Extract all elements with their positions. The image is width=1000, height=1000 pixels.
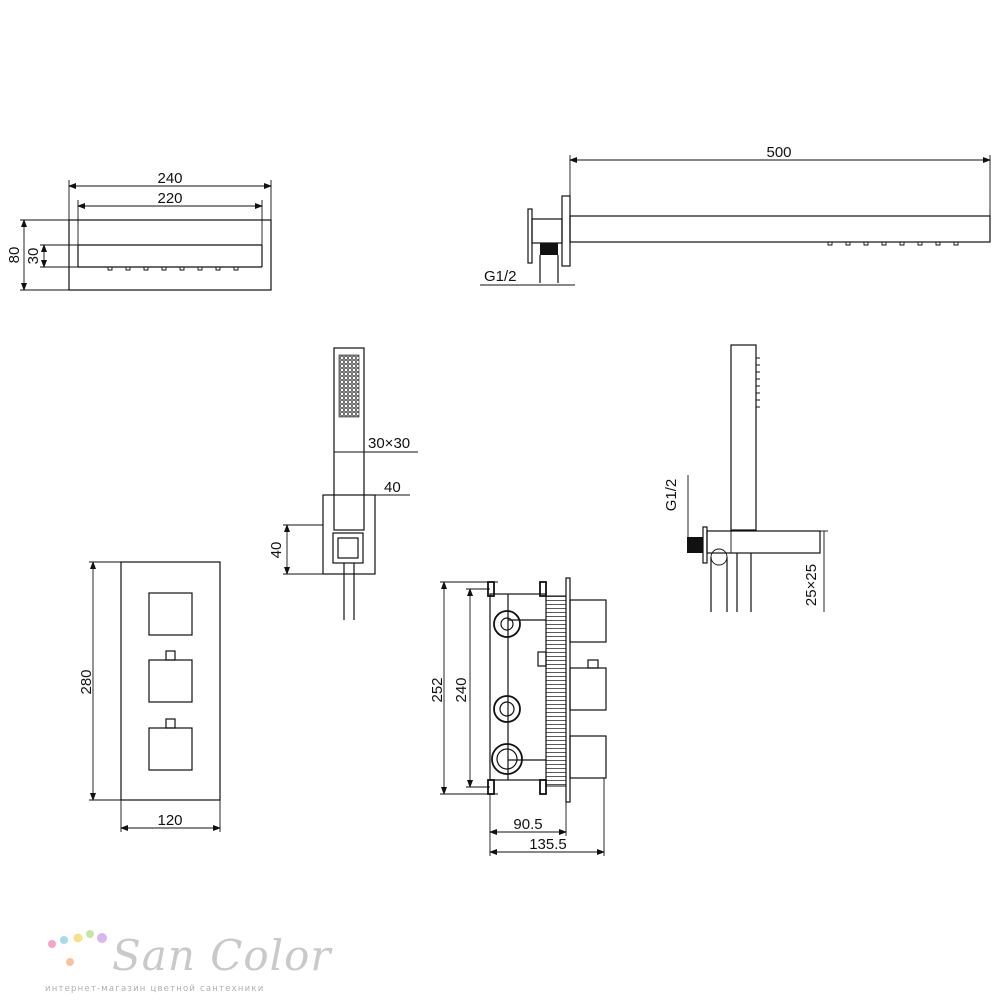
- head-outline: [68, 219, 272, 291]
- box-inner-height-label: 240: [453, 677, 470, 702]
- dim-80-label: 80: [6, 247, 23, 264]
- valve-top: [493, 610, 521, 638]
- trim-plate-outline: [120, 561, 221, 801]
- box-depth-max-label: 135.5: [529, 836, 567, 853]
- hand-shower-side-body: [730, 344, 757, 531]
- logo-dot: [73, 933, 83, 943]
- holder-width-label: 40: [384, 479, 401, 496]
- logo-dot: [66, 958, 74, 966]
- logo-dot: [86, 930, 94, 938]
- logo-dot: [48, 940, 56, 948]
- trim-plate-front-view: 280 120: [78, 561, 221, 832]
- arm-nozzles: [760, 241, 959, 246]
- outlet-section-label: 25×25: [803, 564, 820, 606]
- hand-shower-section-label: 30×30: [368, 435, 410, 452]
- valve-bottom: [491, 743, 523, 775]
- trim-width-label: 120: [157, 812, 182, 829]
- logo-dot: [60, 936, 68, 944]
- logo-dots: [48, 930, 107, 966]
- middle-knob: [148, 659, 193, 703]
- wall-arm-side-view: 500 G1/2: [480, 144, 991, 286]
- dim-500-label: 500: [766, 144, 791, 161]
- holder-height-label: 40: [268, 542, 285, 559]
- logo-dot: [97, 933, 107, 943]
- nozzle-row: [107, 267, 239, 271]
- arm-body: [569, 215, 991, 243]
- valve-middle: [493, 695, 521, 723]
- brand-logo: San Color интернет-магазин цветной санте…: [45, 930, 333, 994]
- logo-brand-text: San Color: [112, 931, 333, 980]
- box-body: [489, 593, 547, 781]
- top-knob: [148, 592, 193, 636]
- dim-30-label: 30: [25, 248, 42, 265]
- holder-bracket: [322, 494, 376, 575]
- hand-shower-body: [333, 347, 365, 531]
- side-nozzles: [756, 357, 760, 408]
- bottom-knob: [148, 727, 193, 771]
- outlet-thread-label: G1/2: [663, 479, 680, 512]
- arm-thread-label: G1/2: [484, 268, 517, 285]
- dim-220-label: 220: [157, 190, 182, 207]
- hand-shower-front-view: 30×30 40 40: [268, 347, 418, 620]
- shower-head-front-view: 240 220 80 30: [6, 170, 272, 291]
- logo-tagline: интернет-магазин цветной сантехники: [45, 984, 264, 994]
- box-outer-height-label: 252: [429, 677, 446, 702]
- box-depth-min-label: 90.5: [513, 816, 542, 833]
- trim-height-label: 280: [78, 669, 95, 694]
- hand-shower-side-view: G1/2 25×25: [663, 344, 828, 612]
- dim-240-label: 240: [157, 170, 182, 187]
- concealed-box-side-view: 252 240 90.5 135.5: [429, 577, 607, 856]
